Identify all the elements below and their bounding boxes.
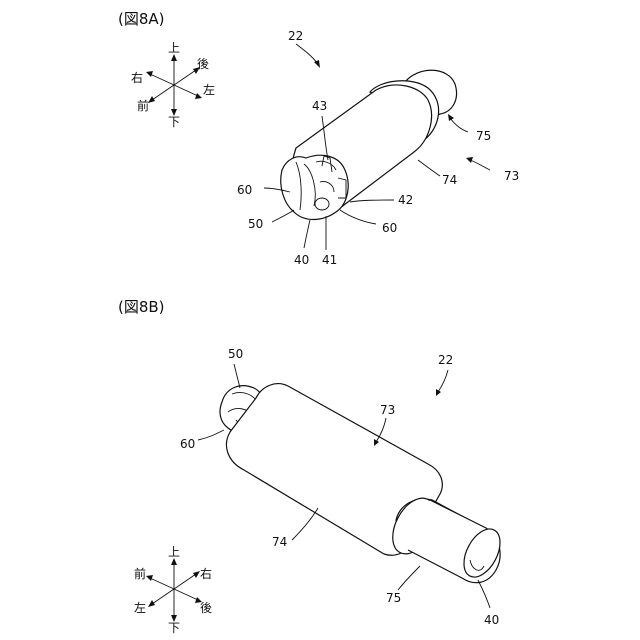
- dir-back: 後: [197, 57, 209, 71]
- dir-right: 右: [131, 70, 143, 85]
- dir-left: 左: [203, 82, 215, 97]
- direction-compass-b: 上 下 前 右 左 後: [134, 545, 212, 635]
- ref-60-right-a: 60: [382, 221, 397, 235]
- ref-22-a: 22: [288, 29, 303, 43]
- direction-compass-a: 上 下 右 左 後 前: [131, 41, 215, 129]
- ref-75-b: 75: [386, 591, 401, 605]
- dir-front-b: 前: [134, 566, 146, 581]
- ref-50-b: 50: [228, 347, 243, 361]
- figure-8a: (図8A) 上 下 右 左 後 前: [118, 10, 519, 267]
- dir-down-b: 下: [168, 621, 180, 635]
- dir-left-b: 左: [134, 600, 146, 615]
- figure-8b: (図8B): [118, 298, 507, 635]
- ref-42-a: 42: [398, 193, 413, 207]
- ref-73-a: 73: [504, 169, 519, 183]
- ref-75-a: 75: [476, 129, 491, 143]
- ref-43-a: 43: [312, 99, 327, 113]
- ref-73-b: 73: [380, 403, 395, 417]
- cylinder-8a: [281, 70, 457, 219]
- ref-60-left-a: 60: [237, 183, 252, 197]
- dir-down: 下: [168, 115, 180, 129]
- ref-50-a: 50: [248, 217, 263, 231]
- dir-front: 前: [137, 98, 149, 113]
- dir-up: 上: [168, 41, 180, 55]
- ref-40-a: 40: [294, 253, 309, 267]
- figure-8b-title: (図8B): [118, 298, 165, 316]
- figure-8a-title: (図8A): [118, 10, 165, 28]
- dir-right-b: 右: [200, 566, 212, 581]
- ref-40-b: 40: [484, 613, 499, 627]
- ref-60-b: 60: [180, 437, 195, 451]
- ref-74-b: 74: [272, 535, 287, 549]
- dir-back-b: 後: [200, 601, 212, 615]
- cylinder-8b: [220, 384, 507, 583]
- ref-41-a: 41: [322, 253, 337, 267]
- ref-22-b: 22: [438, 353, 453, 367]
- dir-up-b: 上: [168, 545, 180, 559]
- ref-74-a: 74: [442, 173, 457, 187]
